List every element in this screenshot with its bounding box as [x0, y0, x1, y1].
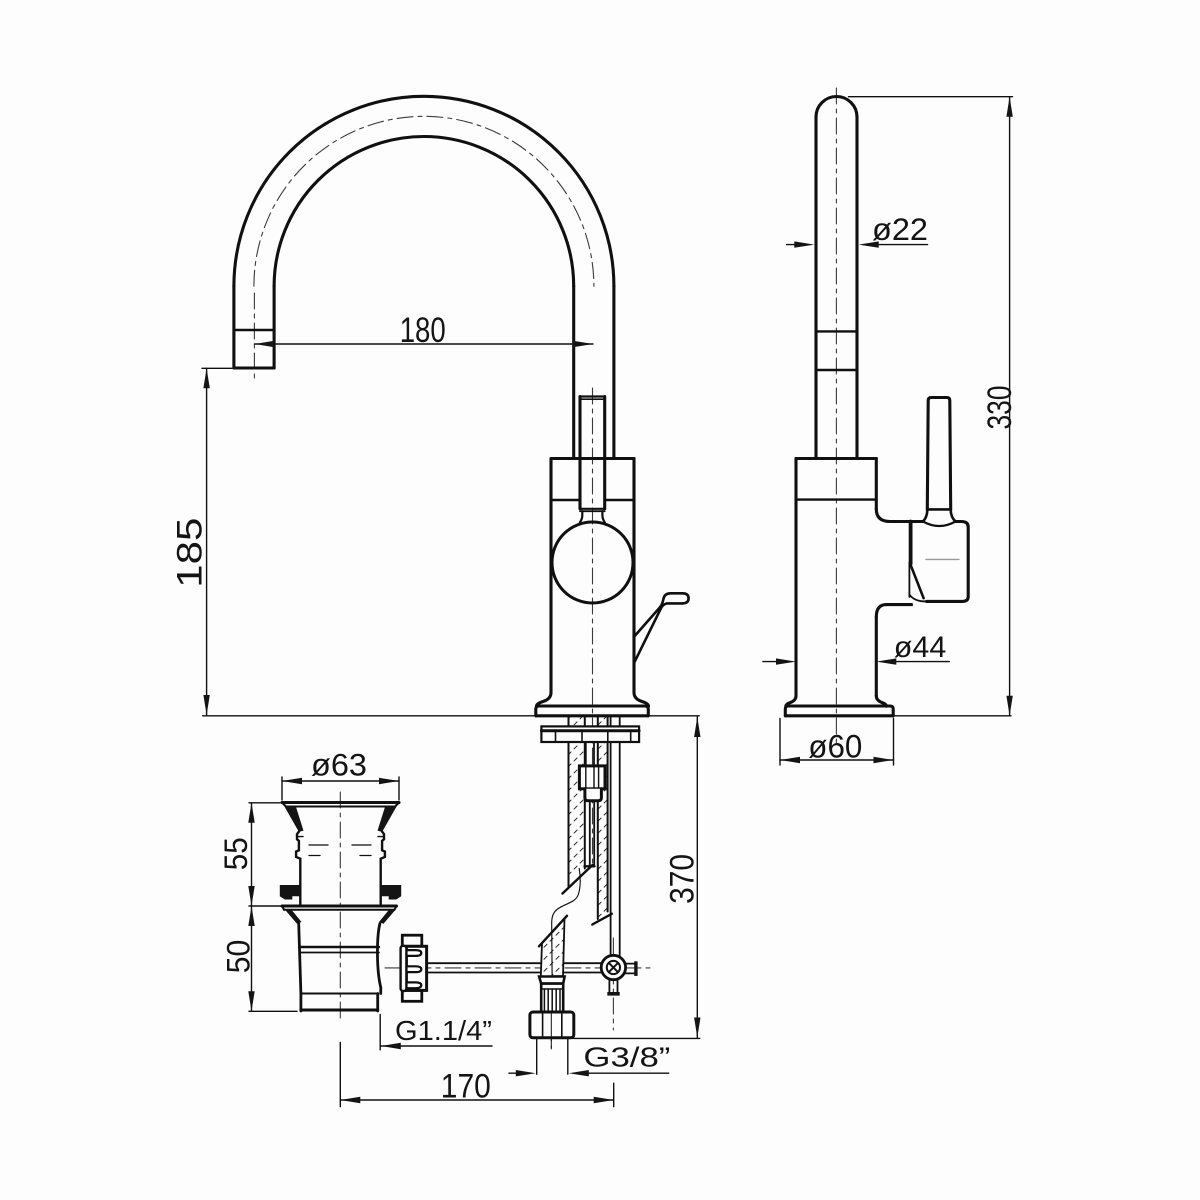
svg-text:370: 370 [664, 854, 702, 904]
svg-text:50: 50 [221, 940, 257, 974]
svg-text:170: 170 [441, 1068, 491, 1106]
svg-text:55: 55 [218, 837, 254, 870]
svg-text:185: 185 [171, 518, 210, 588]
svg-text:ø63: ø63 [311, 747, 367, 783]
svg-text:330: 330 [981, 386, 1019, 430]
svg-text:ø44: ø44 [894, 631, 947, 664]
svg-text:ø22: ø22 [872, 211, 928, 247]
svg-text:ø60: ø60 [808, 729, 862, 765]
svg-text:180: 180 [400, 311, 446, 350]
svg-text:G1.1/4”: G1.1/4” [395, 1015, 492, 1046]
svg-text:G3/8”: G3/8” [583, 1042, 670, 1073]
